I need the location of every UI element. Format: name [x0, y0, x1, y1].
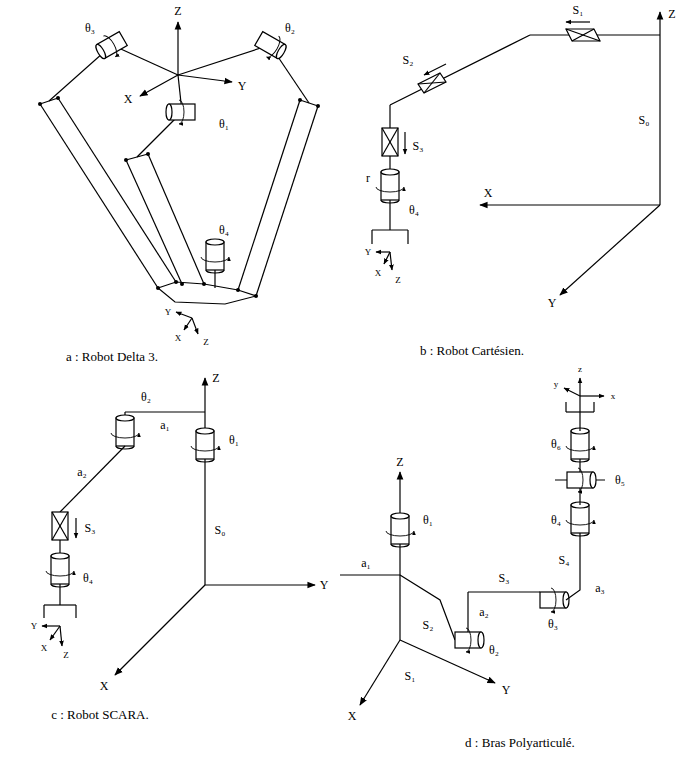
delta-robot [38, 22, 320, 334]
axis-label: X [99, 680, 110, 692]
joint-label: θ₂ [284, 22, 296, 34]
figure-caption: a : Robot Delta 3. [65, 350, 159, 363]
joint-label: θ₂ [140, 391, 152, 403]
joint-label: S₀ [638, 114, 651, 126]
axis-label: Y [319, 579, 330, 591]
joint-label: a₂ [76, 466, 88, 478]
axis-label: Z [202, 338, 210, 347]
axis-label: Z [667, 8, 676, 20]
axis-label: Y [164, 308, 173, 317]
axis-label: Y [364, 248, 373, 257]
axis-label: Z [395, 456, 404, 468]
joint-label: θ₄ [408, 204, 420, 216]
joint-label: S₄ [558, 554, 571, 566]
joint-label: a₃ [594, 582, 606, 594]
axis-label: X [347, 710, 358, 722]
joint-label: S₃ [84, 522, 97, 534]
joint-label: S₃ [498, 572, 511, 584]
axis-label: Z [62, 651, 70, 660]
joint-label: a₁ [159, 419, 171, 431]
joint-label: r [365, 172, 371, 184]
joint-label: θ₂ [488, 644, 500, 656]
axis-label: Z [173, 5, 182, 17]
joint-label: θ₁ [228, 434, 240, 446]
joint-label: S₂ [402, 54, 415, 66]
axis-label: Y [547, 297, 558, 309]
articulated-arm [340, 378, 605, 705]
cartesian-robot [372, 12, 660, 295]
axis-label: X [483, 187, 494, 199]
joint-label: θ₁ [422, 514, 434, 526]
joint-label: S₂ [422, 619, 435, 631]
axis-label: z [577, 365, 583, 374]
axis-label: Y [30, 622, 39, 631]
axis-label: Z [211, 372, 220, 384]
figure-caption: d : Bras Polyarticulé. [464, 736, 576, 749]
axis-label: X [123, 93, 134, 105]
joint-label: θ₄ [550, 514, 562, 526]
joint-label: θ₃ [84, 22, 96, 34]
axis-label: x [610, 392, 617, 401]
axis-label: X [174, 334, 183, 343]
joint-label: S₀ [214, 524, 227, 536]
axis-label: X [40, 644, 49, 653]
figure-caption: c : Robot SCARA. [50, 708, 150, 721]
joint-label: θ₄ [82, 572, 94, 584]
axis-label: X [374, 269, 383, 278]
joint-label: a₂ [478, 606, 490, 618]
joint-label: θ₃ [547, 618, 559, 630]
joint-label: S₁ [404, 670, 417, 682]
joint-label: a₁ [360, 557, 372, 569]
axis-label: y [553, 380, 560, 389]
figure-caption: b : Robot Cartésien. [419, 344, 525, 357]
joint-label: θ₅ [614, 474, 626, 486]
axis-label: Z [394, 276, 402, 285]
scara-robot [42, 378, 315, 675]
joint-label: S₁ [572, 4, 585, 16]
axis-label: Y [237, 80, 248, 92]
axis-label: Y [501, 684, 512, 696]
joint-label: θ₆ [550, 438, 562, 450]
joint-label: θ₄ [218, 224, 230, 236]
joint-label: S₃ [412, 140, 425, 152]
joint-label: θ₁ [218, 118, 230, 130]
